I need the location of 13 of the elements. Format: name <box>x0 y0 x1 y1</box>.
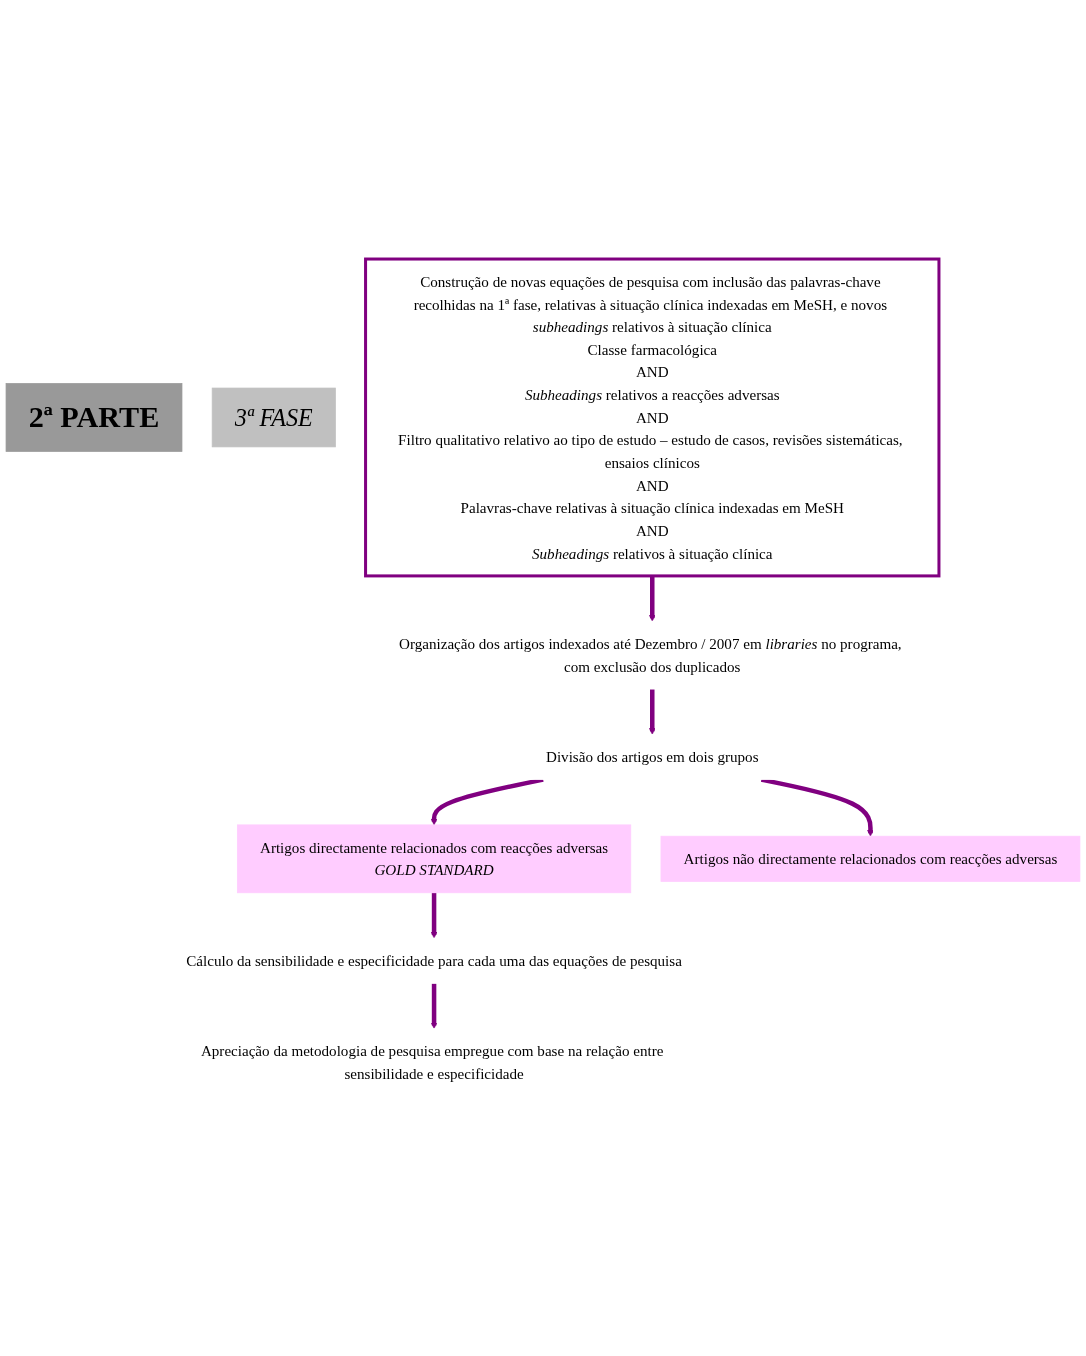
node-text: Apreciação da metodologia de pesquisa empregue com base na relação entre sensibilidade e especificidade <box>200 1043 664 1083</box>
arrow <box>430 983 438 1030</box>
arrow <box>648 576 656 622</box>
arrow <box>430 893 438 939</box>
node-box: Artigos não directamente relacionados com reacções adversas <box>660 836 1081 883</box>
node-text: Divisão dos artigos em dois grupos <box>546 748 759 766</box>
node-box: 2ª PARTE <box>5 383 183 453</box>
node-box: Construção de novas equações de pesquisa com inclusão das palavras-chave recolhidas na 1ª fase, relativas à situação clínica indexadas em MeSH, e novos subheadings relativos à situação clínica Classe farmacológica AND Subheadings relativos a reacções adversas AND Filtro qualitativo relativo ao tipo de estudo – estudo de casos, revisões sistemáticas, ensaios clínicos AND Palavras-chave relativas à situação clínica indexadas em MeSH AND Subheadings relativos à situação clínica <box>364 257 941 578</box>
node-text: Cálculo da sensibilidade e especificidade para cada uma das equações de pesquisa <box>186 952 682 970</box>
arrow <box>648 689 656 735</box>
node-box: 3ª FASE <box>211 387 336 448</box>
node-text: Organização dos artigos indexados até Dezembro / 2007 em libraries no programa, com exclusão dos duplicados <box>399 635 902 675</box>
node-box: Artigos directamente relacionados com reacções adversas GOLD STANDARD <box>237 824 632 894</box>
